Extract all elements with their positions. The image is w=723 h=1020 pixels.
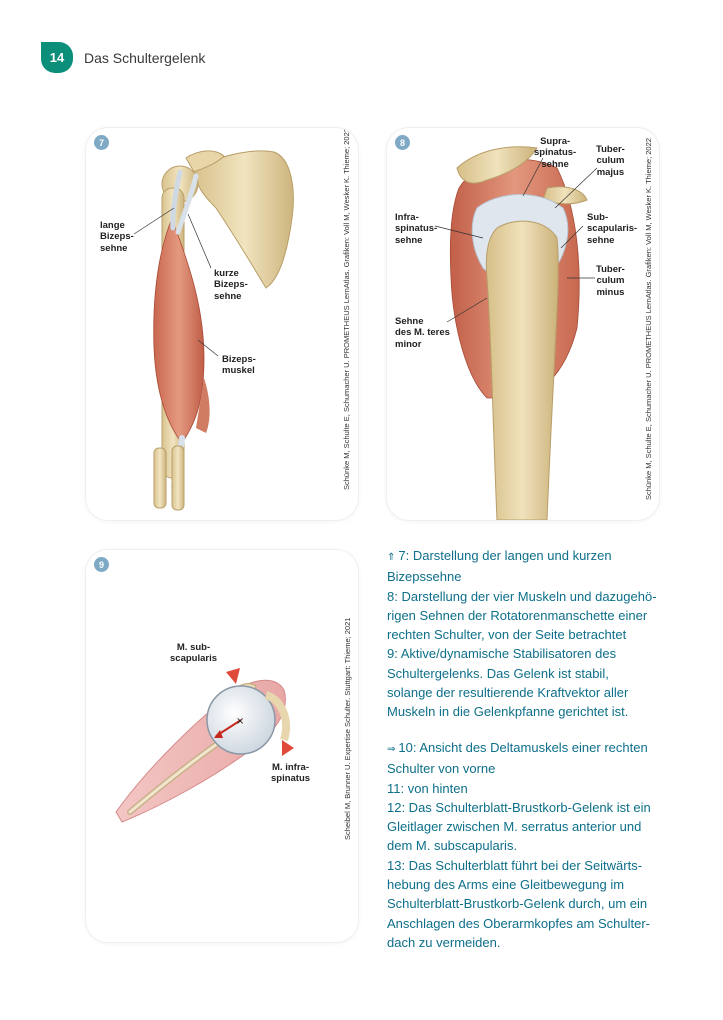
figure-7-number: 7 [94, 135, 109, 150]
page-header: 14 Das Schultergelenk [41, 42, 205, 73]
caption-line: Anschlagen des Oberarmkopfes am Schulter… [387, 915, 651, 931]
caption-line: solange der resultierende Kraftvektor al… [387, 685, 629, 701]
caption-line: Gleitlager zwischen M. serratus anterior… [387, 819, 642, 835]
figure-8-number: 8 [395, 135, 410, 150]
figure-8-credit: Schünke M, Schulte E, Schumacher U. PROM… [644, 138, 653, 500]
caption-line: Schulterblatt-Brustkorb-Gelenk durch, um… [387, 896, 648, 912]
caption-block-2: ⇒10: Ansicht des Deltamuskels einer rech… [387, 738, 677, 952]
caption-line: Schulter von vorne [387, 761, 496, 777]
caption-line: 13: Das Schulterblatt führt bei der Seit… [387, 857, 643, 873]
page-title: Das Schultergelenk [84, 49, 206, 66]
caption-line: rigen Sehnen der Rotatorenmanschette ein… [387, 607, 648, 623]
caption-line: 12: Das Schulterblatt-Brustkorb-Gelenk i… [387, 799, 651, 815]
page-number-badge: 14 [41, 42, 73, 73]
arrow-right-icon: ⇒ [387, 744, 396, 755]
figure-9-number: 9 [94, 557, 109, 572]
shoulder-stabilizers-illustration: × [115, 668, 294, 823]
caption-line: rechten Schulter, von der Seite betracht… [387, 627, 627, 643]
caption-line: 8: Darstellung der vier Muskeln und dazu… [387, 588, 657, 604]
arrow-up-icon: ⇑ [387, 552, 396, 563]
caption-line: dem M. subscapularis. [387, 838, 518, 854]
caption-block-1: ⇑7: Darstellung der langen und kurzen Bi… [387, 546, 677, 722]
label-m-subscapularis: M. sub-scapularis [170, 642, 217, 665]
figure-9-credit: Scheibel M, Brunner U. Expertise Schulte… [343, 617, 352, 840]
caption-line: 9: Aktive/dynamische Stabilisatoren des [387, 646, 617, 662]
figure-7-credit: Schünke M, Schulte E, Schumacher U. PROM… [342, 128, 351, 490]
label-infraspinatussehne: Infra-spinatus-sehne [395, 212, 438, 246]
caption-line: Muskeln in die Gelenkpfanne gerichtet is… [387, 704, 629, 720]
rotator-cuff-illustration [434, 146, 598, 520]
caption-line: ⇒10: Ansicht des Deltamuskels einer rech… [387, 740, 648, 755]
label-m-infraspinatus: M. infra-spinatus [271, 762, 311, 785]
label-subscapularissehne: Sub-scapularis-sehne [587, 212, 638, 246]
biceps-illustration [133, 150, 294, 511]
figure-9-card: 9 × M. sub-scapularis M. infra-spinatus [86, 550, 358, 942]
caption-line: ⇑7: Darstellung der langen und kurzen [387, 548, 612, 563]
svg-text:×: × [236, 716, 244, 727]
caption-line: Schultergelenks. Das Gelenk ist stabil, [387, 665, 609, 681]
caption-line: hebung des Arms eine Gleitbewegung im [387, 877, 625, 893]
caption-line: Bizepssehne [387, 569, 462, 585]
label-supraspinatussehne: Supra-spinatus-sehne [534, 136, 577, 170]
caption-line: 11: von hinten [387, 780, 468, 796]
caption-line: dach zu vermeiden. [387, 934, 501, 950]
label-bizepsmuskel: Bizeps-muskel [222, 354, 256, 377]
